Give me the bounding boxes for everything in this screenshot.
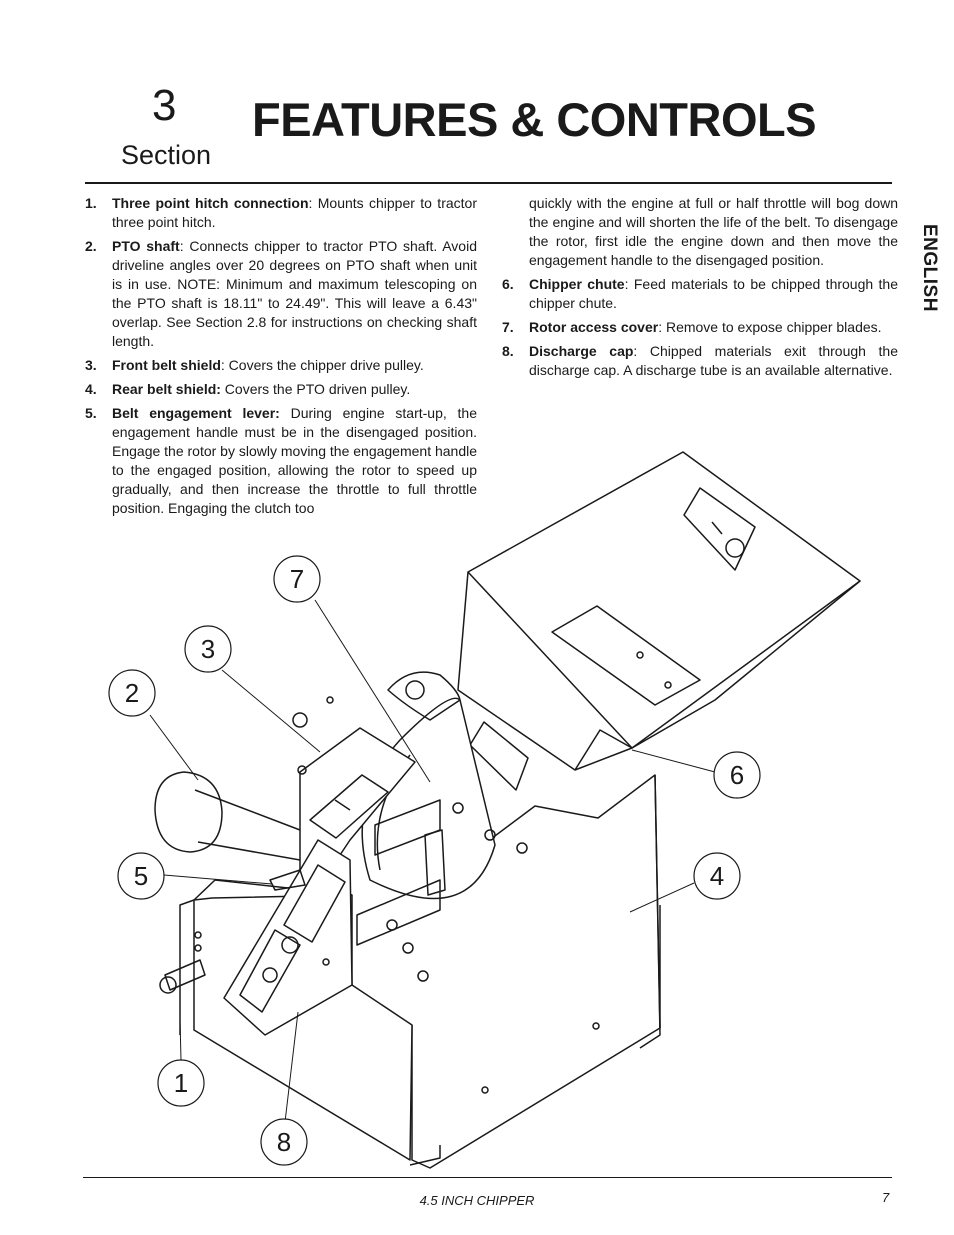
item-text: : Chipped materials exit through the dis… [529, 343, 898, 378]
list-item: 5. Belt engagement lever: During engine s… [85, 404, 477, 518]
list-item: 7. Rotor access cover: Remove to expose c… [502, 318, 898, 337]
item-term: Rear belt shield: [112, 381, 221, 397]
item-text: Covers the PTO driven pulley. [220, 381, 411, 397]
chipper-line-drawing [154, 451, 861, 1169]
callout-labels: 7 3 2 6 5 4 1 8 [125, 564, 744, 1157]
item-term: Belt engagement lever: [112, 405, 280, 421]
right-column: quickly with the engine at full or half … [502, 194, 898, 385]
callout-3: 3 [201, 634, 215, 664]
item-number: 6. [502, 276, 514, 292]
callout-8: 8 [277, 1127, 291, 1157]
item-continuation: quickly with the engine at full or half … [529, 195, 898, 268]
footer-title: 4.5 INCH CHIPPER [419, 1193, 535, 1208]
item-number: 1. [85, 195, 97, 211]
item-number: 3. [85, 357, 97, 373]
list-item: 1. Three point hitch connection: Mounts c… [85, 194, 477, 232]
callout-4: 4 [710, 861, 724, 891]
callout-7: 7 [290, 564, 304, 594]
callout-6: 6 [730, 760, 744, 790]
item-number: 4. [85, 381, 97, 397]
item-text: : Mounts chipper to tractor three point … [112, 195, 477, 230]
item-text: : Remove to expose chipper blades. [658, 319, 882, 335]
list-item: 6. Chipper chute: Feed materials to be ch… [502, 275, 898, 313]
item-number: 5. [85, 405, 97, 421]
item-text: : Feed materials to be chipped through t… [529, 276, 898, 311]
leader-lines [149, 599, 716, 1123]
section-label: Section [121, 140, 212, 170]
item-number: 2. [85, 238, 97, 254]
item-text: : Covers the chipper drive pulley. [220, 357, 424, 373]
item-text: : Connects chipper to tractor PTO shaft.… [112, 238, 477, 349]
item-number: 7. [502, 319, 514, 335]
item-term: Front belt shield [112, 357, 221, 373]
list-item: 2. PTO shaft: Connects chipper to tractor… [85, 237, 477, 351]
item-term: Rotor access cover [529, 319, 659, 335]
language-tab: ENGLISH [919, 224, 940, 312]
list-item: 4. Rear belt shield: Covers the PTO drive… [85, 380, 477, 399]
list-item: 3. Front belt shield: Covers the chipper … [85, 356, 477, 375]
page-title: FEATURES & CONTROLS [252, 93, 817, 146]
item-term: Discharge cap [529, 343, 634, 359]
item-term: Three point hitch connection [112, 195, 309, 211]
left-column: 1. Three point hitch connection: Mounts c… [85, 194, 477, 523]
list-item: 8. Discharge cap: Chipped materials exit … [502, 342, 898, 380]
item-text: During engine start-up, the engagement h… [112, 405, 478, 516]
callout-2: 2 [125, 678, 139, 708]
callout-1: 1 [174, 1068, 188, 1098]
item-term: PTO shaft [112, 238, 180, 254]
callout-5: 5 [134, 861, 148, 891]
header-rule [85, 182, 892, 184]
item-term: Chipper chute [529, 276, 625, 292]
item-number: 8. [502, 343, 514, 359]
callout-circles [108, 555, 761, 1166]
section-number: 3 [152, 81, 177, 130]
footer-rule [83, 1177, 892, 1178]
page-number: 7 [882, 1190, 890, 1205]
